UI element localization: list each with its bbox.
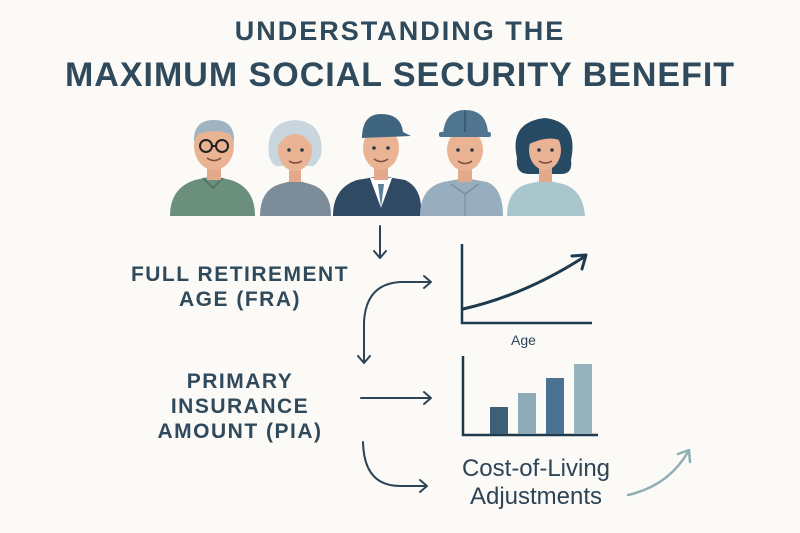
benefit-bar-chart (461, 356, 598, 437)
arrow-right-icon (360, 391, 432, 405)
curved-arrow-cola-icon (362, 441, 428, 493)
title-line-2: MAXIMUM SOCIAL SECURITY BENEFIT (64, 56, 736, 94)
title-line-1: UNDERSTANDING THE (234, 16, 566, 46)
person-older-woman-icon (260, 120, 331, 216)
pia-label-line-3: AMOUNT (PIA) (157, 420, 323, 443)
person-businessman-icon (333, 114, 422, 216)
bar-4 (574, 364, 592, 434)
cola-label-line-1: Cost-of-Living (461, 455, 611, 482)
people-illustration (170, 110, 585, 216)
cola-label-line-2: Adjustments (469, 483, 603, 510)
fra-label-line-1: FULL RETIREMENT (130, 263, 350, 286)
fra-label-line-2: AGE (FRA) (179, 288, 301, 311)
pia-label-line-2: INSURANCE (170, 395, 310, 418)
curved-arrow-icon (357, 275, 432, 364)
benefit-line-chart (460, 244, 592, 325)
pia-label: PRIMARY INSURANCE AMOUNT (PIA) (115, 369, 365, 444)
bar-3 (546, 378, 564, 434)
bar-1 (490, 407, 508, 434)
bar-2 (518, 393, 536, 434)
person-worker-icon (420, 110, 503, 216)
fra-label: FULL RETIREMENT AGE (FRA) (115, 262, 365, 312)
cola-trend-arrow-icon (626, 448, 692, 497)
person-older-man-icon (170, 120, 255, 216)
person-young-woman-icon (507, 118, 585, 216)
arrow-down-icon (373, 225, 387, 259)
cola-label: Cost-of-Living Adjustments (436, 455, 636, 511)
line-chart-xlabel: Age (511, 332, 536, 348)
pia-label-line-1: PRIMARY (186, 370, 294, 393)
